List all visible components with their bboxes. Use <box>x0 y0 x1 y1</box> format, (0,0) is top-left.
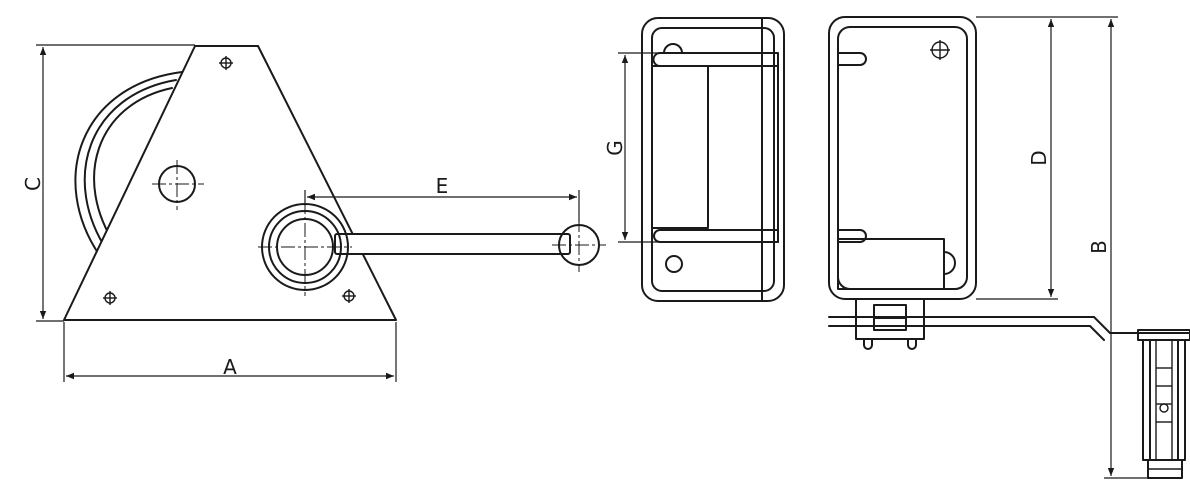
dimension-e: E <box>304 174 580 222</box>
drum-outer-arc <box>74 71 183 257</box>
top-rod <box>652 52 779 67</box>
dimension-g: G <box>603 52 660 243</box>
dimension-label-g: G <box>603 140 627 156</box>
drum-mid-arc <box>83 79 177 253</box>
front-view: G <box>603 17 785 302</box>
mount-block <box>855 298 925 340</box>
rear-bolt-hole <box>930 40 950 60</box>
front-spool <box>651 65 709 229</box>
bottom-rod <box>653 229 779 243</box>
bolt-hole-bottom-right <box>342 289 356 303</box>
dimension-label-d: D <box>1027 150 1051 165</box>
dimension-label-a: A <box>223 355 237 379</box>
frame-outer <box>641 17 785 302</box>
dimension-label-e: E <box>436 174 449 198</box>
dimension-d: D <box>976 16 1058 300</box>
side-view: C A E <box>21 44 606 382</box>
rear-frame-inner <box>837 26 968 290</box>
rear-top-rod <box>837 52 867 66</box>
handle-arm <box>334 233 571 255</box>
dimension-label-b: B <box>1087 240 1111 254</box>
rear-handle-arm <box>828 316 1190 341</box>
rear-bottom-rod <box>837 229 867 243</box>
frame-inner <box>651 27 775 292</box>
bottom-hole <box>665 255 683 273</box>
dimension-b: B <box>1058 16 1148 479</box>
crank-handle <box>258 200 606 296</box>
dimension-a: A <box>63 322 397 382</box>
brake-box <box>837 238 945 290</box>
bolt-hole-top <box>219 56 233 70</box>
rear-small-hole <box>943 251 956 275</box>
drum-axle-hole <box>152 160 204 210</box>
rear-view: D B <box>828 16 1190 479</box>
handle-grip <box>1137 329 1190 479</box>
dimension-c: C <box>21 44 195 322</box>
dimension-label-c: C <box>21 177 45 191</box>
side-plate <box>63 45 397 321</box>
drum-inner-arc <box>93 87 173 247</box>
bolt-hole-bottom-left <box>103 291 117 305</box>
top-hole <box>663 43 683 54</box>
